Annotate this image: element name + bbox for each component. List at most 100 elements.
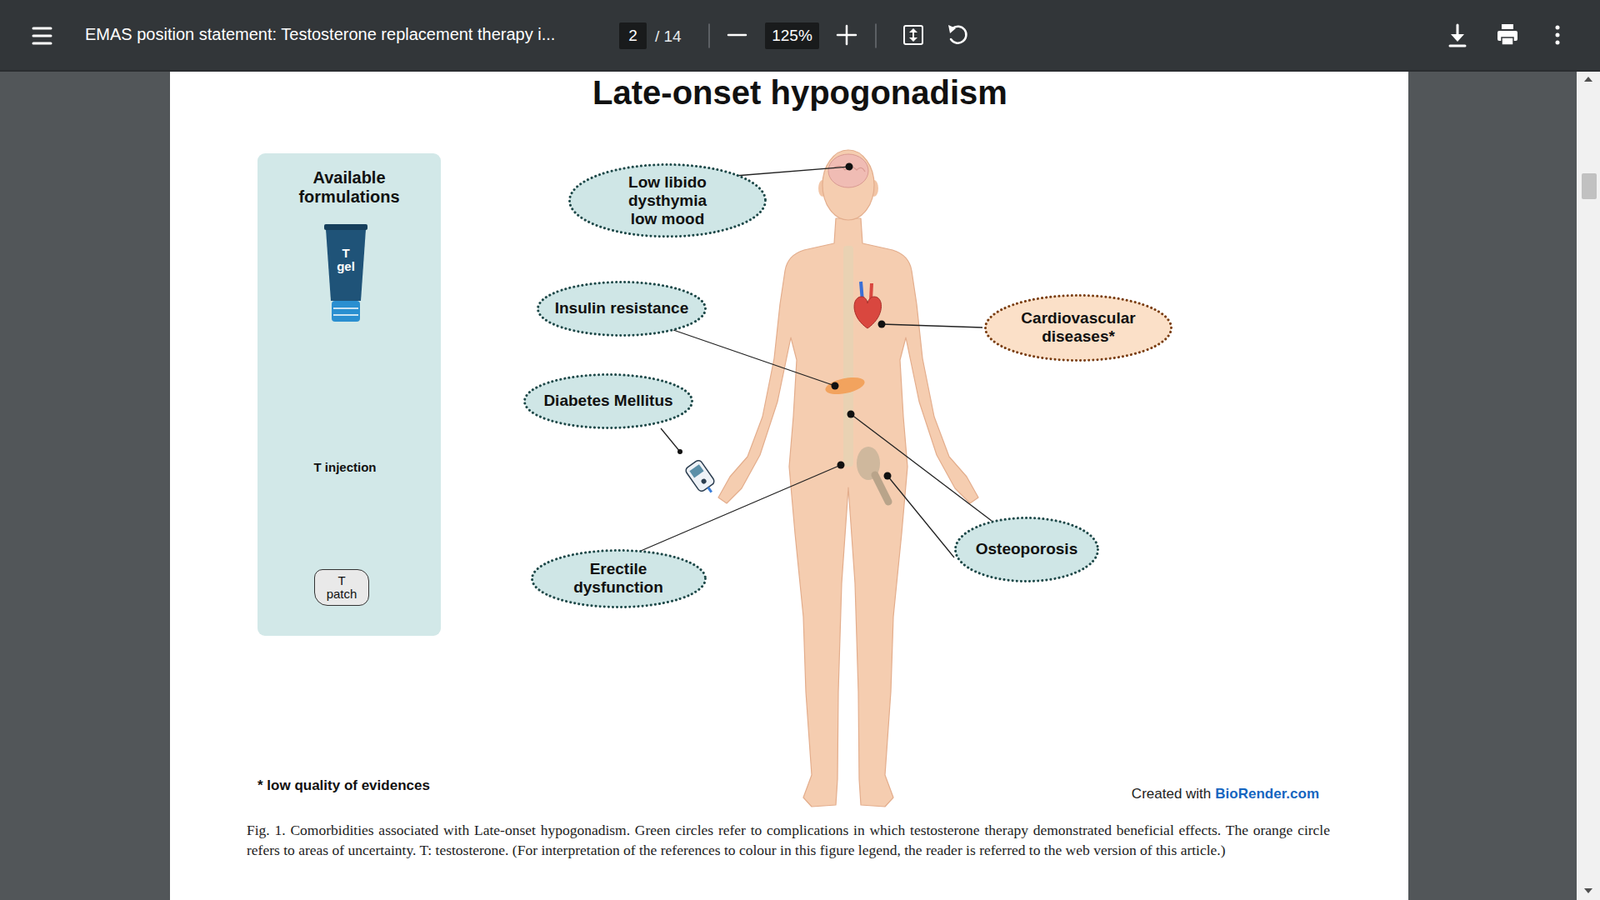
glucometer-icon-part [689, 464, 704, 478]
figure-title: Late-onset hypogonadism [383, 71, 1217, 114]
credit-text: Created with [1131, 785, 1211, 803]
ellipse-shape [531, 550, 705, 607]
text-wrap: T gel [333, 224, 359, 274]
comorbidity-ellipse: Insulin resistance [535, 280, 708, 338]
leader-lines-part [673, 330, 835, 386]
text-wrap: Osteoporosis [975, 540, 1078, 559]
viewer-chrome-part [0, 70, 1600, 72]
human-body-part [854, 296, 881, 329]
glucometer-icon [684, 459, 720, 498]
glucometer-icon-part [700, 477, 707, 485]
node-text: Cardiovascular diseases* [1010, 309, 1148, 346]
ellipse-shape [985, 295, 1172, 360]
leader-lines-part [640, 465, 841, 551]
node-text: Osteoporosis [975, 540, 1078, 559]
node-text: Insulin resistance [555, 299, 690, 318]
page-count: / 14 [655, 27, 682, 46]
text-wrap: Diabetes Mellitus [543, 391, 673, 410]
text-wrap: Insulin resistance [555, 299, 690, 318]
evidence-note: * low quality of evidences [257, 777, 430, 795]
toolbar-icons-part [33, 35, 51, 38]
comorbidity-ellipse: Erectile dysfunction [530, 548, 708, 610]
text-wrap: Cardiovascular diseases* [1010, 309, 1148, 346]
text-wrap: Erectile dysfunction [566, 560, 671, 597]
node-text: 2 [628, 26, 638, 45]
leader-dots-part [845, 163, 854, 171]
toolbar-icons-part [1555, 33, 1560, 38]
text-wrap: 2 [628, 26, 638, 45]
formulation-label: T injection [312, 460, 378, 475]
text-wrap: Available formulations [274, 153, 425, 207]
document-title: EMAS position statement: Testosterone re… [85, 25, 555, 45]
human-body-part [822, 150, 875, 220]
leader-lines-part [887, 475, 955, 558]
toolbar-icons-part [1450, 45, 1465, 48]
patch-icon: T patch [314, 569, 370, 606]
node-text: Erectile dysfunction [566, 560, 671, 597]
human-body-part [824, 374, 867, 398]
viewer-chrome-part [170, 70, 1409, 900]
figure-caption: Fig. 1. Comorbidities associated with La… [246, 820, 1330, 860]
node-text: T gel [333, 246, 359, 274]
leader-lines-part [881, 324, 983, 328]
leader-dots-part [837, 461, 845, 470]
text-wrap: 125% [771, 26, 813, 45]
viewer-chrome-part [1584, 76, 1593, 82]
formulations-panel: Available formulations T gel T patch [257, 153, 441, 636]
toolbar-icons-part [1501, 24, 1514, 30]
viewer-chrome-part [1581, 173, 1597, 200]
text-wrap: Low libido dysthymia low mood [615, 173, 720, 229]
node-text: 125% [771, 26, 813, 45]
toolbar-icons-part [33, 27, 51, 30]
toolbar-icons-part [845, 25, 849, 45]
comorbidity-ellipse: Diabetes Mellitus [522, 372, 695, 430]
toolbar-icons-part [912, 32, 915, 38]
ellipse-shape [955, 517, 1099, 581]
leader-lines-part [850, 414, 992, 521]
leader-lines-part [660, 428, 680, 452]
ellipse-shape [538, 281, 706, 335]
leader-dots-part [878, 320, 886, 329]
leader-dots-part [831, 382, 840, 390]
node-text: T patch [322, 574, 361, 601]
tube-stripe [333, 307, 359, 310]
text-wrap: T patch [322, 574, 361, 601]
human-body-part [843, 245, 854, 467]
leader-dots-part [677, 449, 683, 455]
viewer-chrome-part [1576, 71, 1600, 900]
human-body-part [828, 154, 869, 188]
leader-dots-part [847, 410, 855, 419]
toolbar-icons-part [904, 25, 923, 45]
gel-tube: T gel [324, 224, 368, 322]
toolbar-icons-part [1450, 34, 1465, 42]
toolbar-icons-part [1555, 25, 1560, 30]
page-number-box: 2 [619, 22, 647, 50]
comorbidity-ellipse: Low libido dysthymia low mood [567, 162, 768, 239]
credit-link: BioRender.com [1215, 785, 1320, 803]
credit-row: Created withBioRender.com [916, 785, 1320, 803]
toolbar-icons-part [875, 24, 877, 48]
tube-crimp [324, 224, 368, 230]
toolbar-icons-part [33, 42, 51, 45]
viewer-chrome-part [0, 0, 1600, 70]
toolbar-icons [33, 24, 1560, 48]
toolbar-icons-part [1555, 40, 1560, 45]
node-text: Low libido dysthymia low mood [615, 173, 720, 229]
leader-dots-part [884, 472, 892, 480]
uncertain-ellipse: Cardiovascular diseases* [983, 293, 1174, 363]
human-body [718, 150, 979, 807]
tube-body [325, 229, 366, 301]
node-text: Diabetes Mellitus [543, 391, 673, 410]
toolbar-icons-part [1501, 37, 1514, 45]
toolbar-icons-part [708, 24, 710, 48]
tube-cap [331, 300, 360, 322]
ellipse-shape [570, 165, 766, 237]
glucometer-icon-part [684, 459, 716, 493]
comorbidity-ellipse: Osteoporosis [953, 515, 1100, 584]
glucometer-icon-part [708, 487, 712, 493]
